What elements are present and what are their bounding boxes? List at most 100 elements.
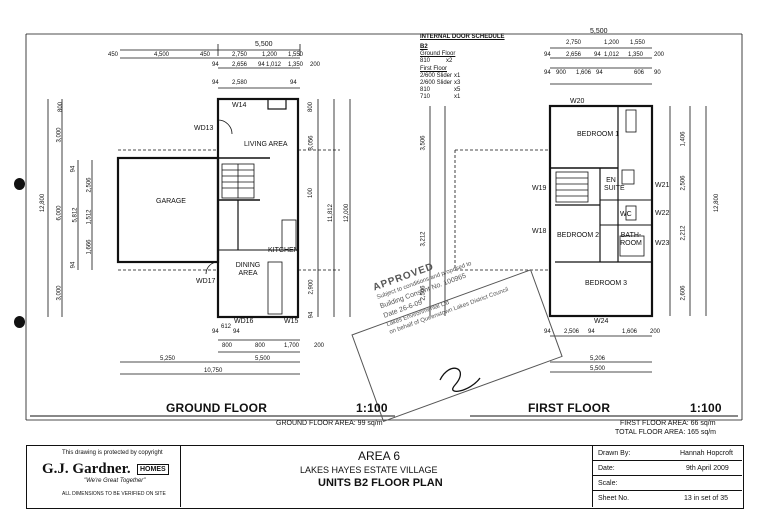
dim-text: 90 — [654, 70, 661, 76]
window-label: W23 — [655, 240, 670, 247]
plan-title: UNITS B2 FLOOR PLAN — [318, 477, 443, 489]
window-label: W15 — [284, 318, 299, 325]
title-block-divider — [592, 445, 593, 507]
date-label: Date: — [598, 465, 615, 472]
dim-text: 94 — [212, 80, 219, 86]
window-label: W19 — [532, 185, 547, 192]
room-label-dining: DINING AREA — [235, 262, 261, 278]
dim-text: 1,606 — [622, 329, 638, 335]
first-floor-area: FIRST FLOOR AREA: 66 sq/m — [620, 420, 716, 427]
dim-text: 800 — [308, 101, 315, 113]
dim-text: 200 — [314, 343, 325, 349]
drawn-by-label: Drawn By: — [598, 450, 631, 457]
dim-text: 94 — [544, 52, 551, 58]
room-label-kitchen: KITCHEN — [268, 247, 299, 254]
brand-tag: HOMES — [137, 464, 169, 475]
dim-text: 1,350 — [628, 52, 644, 58]
room-label-bedroom1: BEDROOM 1 — [577, 131, 620, 138]
dim-text: 5,812 — [72, 207, 79, 223]
dim-text: 94 — [308, 311, 315, 319]
verify-notice: ALL DIMENSIONS TO BE VERIFIED ON SITE — [62, 491, 166, 497]
room-label-living: LIVING AREA — [244, 141, 288, 148]
dim-text: 94 — [233, 329, 240, 335]
dim-text: 2,580 — [232, 80, 248, 86]
dim-text: 100 — [308, 187, 315, 199]
schedule-title: INTERNAL DOOR SCHEDULE — [420, 34, 505, 40]
dim-text: 200 — [650, 329, 661, 335]
first-floor-scale: 1:100 — [690, 401, 722, 415]
dim-text: 94 — [212, 329, 219, 335]
dim-text: 4,500 — [154, 52, 170, 58]
window-label: WD13 — [194, 125, 214, 132]
title-block-divider — [180, 445, 181, 507]
title-block-divider — [592, 475, 742, 476]
window-label: W20 — [570, 98, 585, 105]
dim-text: 2,900 — [308, 279, 315, 295]
dim-text: 2,506 — [564, 329, 580, 335]
date-value: 9th April 2009 — [686, 465, 729, 472]
ground-floor-scale: 1:100 — [356, 401, 388, 415]
dim-text: 1,200 — [262, 52, 278, 58]
ground-floor-area: GROUND FLOOR AREA: 99 sq/m — [276, 420, 383, 427]
dim-text: 2,506 — [680, 175, 687, 191]
dim-text: 3,000 — [56, 127, 63, 143]
dim-text: 2,656 — [232, 62, 248, 68]
schedule-item-qty: x1 — [454, 73, 461, 79]
window-label: W24 — [594, 318, 609, 325]
dim-text: 2,506 — [86, 177, 93, 193]
dim-text: 2,750 — [566, 40, 582, 46]
dim-text: 800 — [255, 343, 266, 349]
sheet-label: Sheet No. — [598, 495, 630, 502]
dim-text: 12,800 — [40, 193, 47, 213]
schedule-first-label: First Floor — [420, 66, 447, 72]
dim-text: 1,606 — [576, 70, 592, 76]
dim-text: 606 — [634, 70, 645, 76]
window-label: W22 — [655, 210, 670, 217]
dim-text: 1,350 — [288, 62, 304, 68]
dim-text: 800 — [222, 343, 233, 349]
estate-name: LAKES HAYES ESTATE VILLAGE — [300, 465, 438, 475]
dim-text: 5,500 — [590, 28, 608, 35]
dim-text: 5,500 — [590, 366, 606, 372]
dim-text: 94 — [588, 329, 595, 335]
dim-text: 94 — [212, 62, 219, 68]
dim-text: 1,406 — [680, 131, 687, 147]
binder-hole-bottom — [14, 316, 25, 328]
dim-text: 450 — [108, 52, 119, 58]
room-label-bedroom2: BEDROOM 2 — [557, 232, 600, 239]
dim-text: 94 — [596, 70, 603, 76]
dim-text: 1,700 — [284, 343, 300, 349]
window-label: W18 — [532, 228, 547, 235]
sheet-value: 13 in set of 35 — [684, 495, 728, 502]
schedule-ground-item: 810 — [420, 58, 431, 64]
schedule-item-code: 810 — [420, 87, 431, 93]
dim-text: 94 — [290, 80, 297, 86]
dim-text: 94 — [258, 62, 265, 68]
schedule-item-code: 710 — [420, 94, 431, 100]
window-label: WD16 — [234, 318, 254, 325]
schedule-item-code: 2/600 Slider — [420, 73, 453, 79]
dim-text: 94 — [544, 70, 551, 76]
schedule-unit: B2 — [420, 44, 428, 50]
dim-text: 1,012 — [604, 52, 620, 58]
dim-text: 1,550 — [630, 40, 646, 46]
window-label: W14 — [232, 102, 247, 109]
dim-text: 3,506 — [420, 135, 427, 151]
dim-text: 1,512 — [86, 209, 93, 225]
dim-text: 1,550 — [288, 52, 304, 58]
brand-slogan: "We're Great Together" — [84, 478, 146, 484]
dim-text: 200 — [310, 62, 321, 68]
dim-text: 1,200 — [604, 40, 620, 46]
window-label: W21 — [655, 182, 670, 189]
title-block-divider — [592, 460, 742, 461]
dim-text: 2,212 — [680, 225, 687, 241]
dim-text: 12,000 — [344, 203, 351, 223]
dim-text: 94 — [70, 165, 77, 173]
project-title: AREA 6 — [358, 449, 401, 463]
dim-text: 94 — [594, 52, 601, 58]
dim-text: 5,206 — [590, 356, 606, 362]
dim-text: 10,750 — [204, 368, 223, 374]
dim-text: 11,812 — [327, 204, 334, 222]
schedule-item-qty: x3 — [454, 80, 461, 86]
